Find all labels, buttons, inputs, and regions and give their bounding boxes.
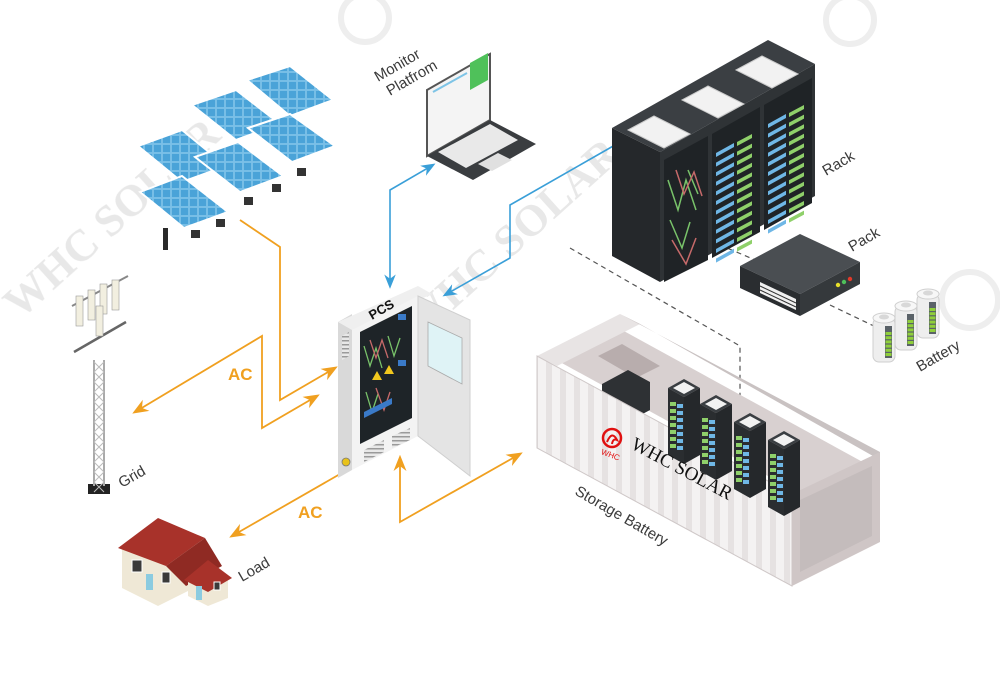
rack-module bbox=[768, 181, 804, 205]
watermark-layer: WHC SOLAR WHC SOLAR bbox=[0, 0, 1000, 347]
rack-module bbox=[768, 143, 804, 167]
rack-module bbox=[716, 172, 752, 196]
rack-module bbox=[716, 210, 752, 234]
rack-module bbox=[768, 191, 804, 215]
rack-module bbox=[768, 201, 804, 224]
rack-label: Rack bbox=[820, 147, 859, 179]
solar-panel-icon bbox=[136, 64, 338, 250]
dash-line-container-to-rack bbox=[569, 247, 741, 418]
dash-line-pack-to-battery bbox=[829, 304, 879, 329]
data-line-pcs-to-monitor bbox=[384, 163, 436, 289]
data-line-rack-to-pcs bbox=[442, 144, 616, 297]
battery-cell-icon bbox=[872, 288, 940, 363]
container-rack bbox=[668, 379, 700, 464]
pcs-cabinet-icon bbox=[338, 286, 471, 478]
ac-line-pcs-to-storage bbox=[393, 452, 523, 524]
rack-module bbox=[768, 114, 804, 138]
rack-module bbox=[768, 105, 804, 128]
pack-label: Pack bbox=[846, 224, 884, 256]
battery-cell bbox=[916, 288, 940, 339]
battery-pack-icon bbox=[740, 234, 860, 316]
container-rack bbox=[700, 395, 732, 480]
rack-module bbox=[768, 133, 804, 157]
rack-module bbox=[716, 220, 752, 244]
rack-module bbox=[716, 143, 752, 167]
container-rack bbox=[734, 413, 766, 498]
rack-module bbox=[768, 153, 804, 176]
battery-cell bbox=[894, 300, 918, 351]
ac-line-pcs-to-load bbox=[229, 469, 348, 538]
load-label: Load bbox=[236, 554, 273, 585]
ac-line-solar-to-pcs bbox=[239, 219, 338, 402]
rack-module bbox=[768, 124, 804, 148]
rack-module bbox=[716, 153, 752, 177]
rack-module bbox=[768, 210, 804, 234]
server-rack-icon bbox=[612, 40, 815, 282]
watermark-logo-top-right bbox=[823, 0, 877, 47]
rack-module bbox=[716, 191, 752, 215]
rack-module bbox=[716, 230, 752, 253]
container-rack bbox=[768, 431, 800, 516]
container-racks bbox=[668, 379, 800, 516]
connections bbox=[132, 144, 879, 538]
laptop-icon bbox=[426, 52, 536, 180]
grid-label: Grid bbox=[116, 463, 149, 492]
ac-label-load: AC bbox=[298, 503, 323, 522]
ac-line-grid-to-pcs bbox=[132, 334, 320, 430]
rack-module bbox=[716, 201, 752, 225]
grid-tower-icon bbox=[71, 275, 129, 494]
rack-module bbox=[768, 162, 804, 186]
battery-label: Battery bbox=[914, 337, 964, 376]
battery-cell bbox=[872, 312, 896, 363]
rack-module bbox=[768, 172, 804, 196]
ac-label-grid: AC bbox=[228, 365, 253, 384]
watermark-logo-right bbox=[939, 269, 1000, 331]
house-icon bbox=[118, 518, 232, 606]
rack-module bbox=[716, 162, 752, 186]
watermark-logo-top-center bbox=[338, 0, 392, 45]
rack-module bbox=[716, 182, 752, 205]
rack-modules bbox=[716, 105, 804, 263]
rack-module bbox=[716, 134, 752, 157]
rack-module bbox=[716, 239, 752, 263]
